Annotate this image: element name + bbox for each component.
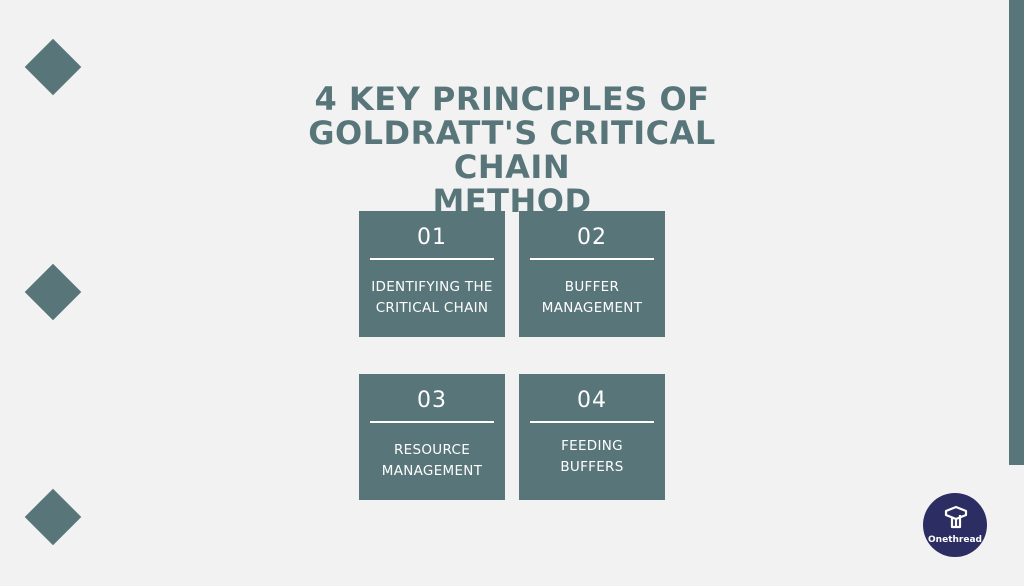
card-divider [370,421,494,423]
onethread-logo: Onethread [923,493,987,557]
principle-card-1: 01 IDENTIFYING THE CRITICAL CHAIN [359,211,505,337]
principle-label: IDENTIFYING THE CRITICAL CHAIN [363,277,501,319]
principle-label-line-2: MANAGEMENT [381,463,483,479]
principle-label: FEEDING BUFFERS [523,436,661,478]
principle-number: 01 [417,225,447,250]
principle-label-line-1: BUFFER [564,279,620,295]
principle-label: RESOURCE MANAGEMENT [363,440,501,482]
principle-label-line-1: FEEDING [561,438,623,454]
decorative-diamond-bottom [24,488,82,546]
onethread-logo-icon [944,505,968,529]
card-divider [370,258,494,260]
title-line-2: GOLDRATT'S CRITICAL CHAIN [308,114,716,186]
principle-card-4: 04 FEEDING BUFFERS [519,374,665,500]
principle-number: 02 [577,225,607,250]
card-divider [530,258,654,260]
card-divider [530,421,654,423]
decorative-diamond-middle [24,263,82,321]
principle-card-3: 03 RESOURCE MANAGEMENT [359,374,505,500]
title-line-3: METHOD [432,182,592,220]
principle-label-line-1: IDENTIFYING THE [371,279,493,295]
logo-wordmark: Onethread [928,535,982,545]
principle-label: BUFFER MANAGEMENT [523,277,661,319]
principle-label-line-2: CRITICAL CHAIN [375,300,489,316]
right-accent-bar [1009,0,1024,465]
principle-label-line-2: BUFFERS [560,459,624,475]
principle-label-line-2: MANAGEMENT [541,300,643,316]
title-line-1: 4 KEY PRINCIPLES OF [314,80,710,118]
principle-number: 04 [577,388,607,413]
principle-number: 03 [417,388,447,413]
principle-label-line-1: RESOURCE [393,442,471,458]
page-title: 4 KEY PRINCIPLES OF GOLDRATT'S CRITICAL … [262,82,762,218]
decorative-diamond-top [24,38,82,96]
principle-card-2: 02 BUFFER MANAGEMENT [519,211,665,337]
